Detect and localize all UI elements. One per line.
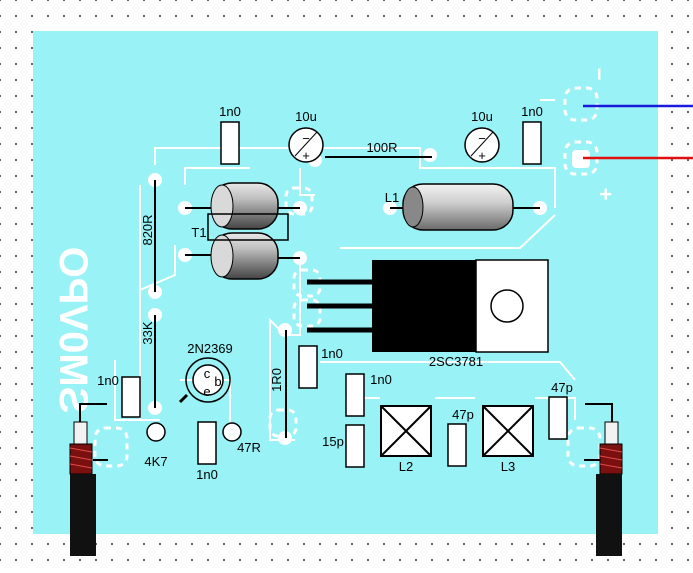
cap-plus-mark: + — [302, 148, 310, 163]
capacitor-1n0-mid — [298, 345, 318, 389]
supply-plus-mark: + — [593, 188, 618, 201]
choke-l1 — [390, 183, 540, 231]
label-l3: L3 — [501, 459, 515, 474]
label-c-47p-right: 47p — [551, 380, 573, 395]
label-r-1R0: 1R0 — [269, 368, 284, 392]
callsign-mirrored: SM0VPO — [51, 247, 95, 414]
label-c-1n0-bottom: 1n0 — [196, 467, 218, 482]
cap-minus-mark: − — [302, 131, 310, 146]
label-c-1n0-top-left: 1n0 — [219, 104, 241, 119]
pin-c: c — [204, 366, 211, 381]
label-c-10u-right: 10u — [471, 109, 493, 124]
transistor-2N2369: c b e — [178, 357, 231, 404]
label-q-2N2369: 2N2369 — [187, 341, 233, 356]
resistor-4K7 — [146, 422, 166, 442]
label-r-820R: 820R — [140, 214, 155, 245]
cap-plus-mark: + — [478, 148, 486, 163]
capacitor-47p-right — [548, 396, 568, 440]
electrolytic-capacitor-10u-right: − + — [464, 127, 500, 163]
inductor-l2 — [380, 405, 432, 457]
label-q-2SC3781: 2SC3781 — [429, 354, 483, 369]
label-c-1n0-mid: 1n0 — [321, 346, 343, 361]
capacitor-1n0-left — [121, 376, 141, 418]
label-c-1n0-right: 1n0 — [370, 372, 392, 387]
coax-cable-output — [584, 403, 623, 556]
resistor-47R — [222, 422, 242, 442]
capacitor-1n0-top-left — [220, 121, 240, 165]
transformer-t1 — [185, 182, 300, 280]
label-c-15p: 15p — [322, 434, 344, 449]
label-c-1n0-left: 1n0 — [97, 373, 119, 388]
label-t1: T1 — [191, 225, 206, 240]
capacitor-1n0-top-right — [522, 121, 542, 165]
electrolytic-capacitor-10u-left: − + — [288, 127, 324, 163]
label-r-100R: 100R — [366, 140, 397, 155]
cap-minus-mark: − — [478, 131, 486, 146]
label-c-1n0-top-right: 1n0 — [521, 104, 543, 119]
transistor-2SC3781 — [307, 259, 549, 353]
label-l2: L2 — [399, 459, 413, 474]
supply-minus-mark: − — [587, 68, 612, 81]
label-l1: L1 — [385, 190, 399, 205]
label-r-4K7: 4K7 — [144, 454, 167, 469]
inductor-l3 — [482, 405, 534, 457]
coax-cable-input — [69, 403, 108, 556]
capacitor-1n0-right — [345, 373, 365, 417]
label-r-47R: 47R — [237, 440, 261, 455]
label-r-33K: 33K — [140, 321, 155, 344]
capacitor-47p-mid — [447, 423, 467, 467]
capacitor-15p — [345, 424, 365, 468]
label-c-47p-mid: 47p — [452, 407, 474, 422]
label-c-10u-left: 10u — [295, 109, 317, 124]
pin-b: b — [214, 374, 221, 389]
capacitor-1n0-bottom — [197, 421, 217, 465]
pin-e: e — [203, 384, 210, 399]
